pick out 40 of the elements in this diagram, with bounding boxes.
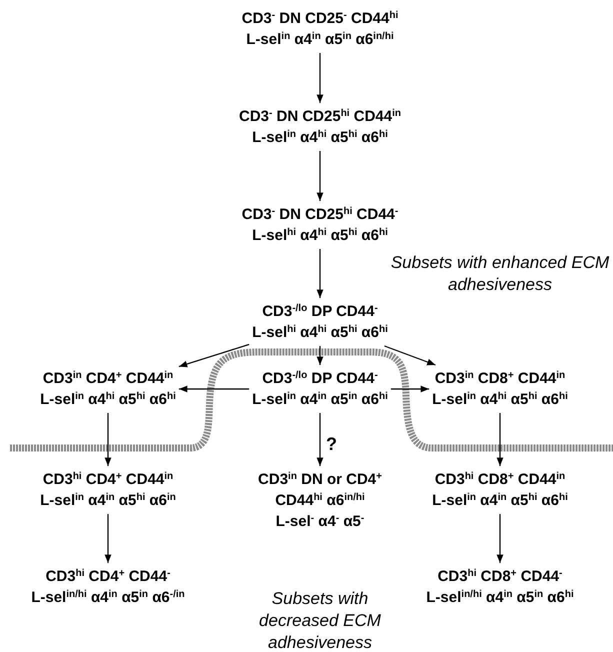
region-note: Subsets with decreased ECM adhesiveness: [258, 588, 382, 652]
phenotype-text: L-sel$^{-}$ α4$^{-}$ α5$^{-}$: [276, 512, 364, 532]
phenotype-text: L-sel$^{in}$ α4$^{in}$ α5$^{hi}$ α6$^{in}$: [40, 491, 176, 511]
arrow: [316, 413, 324, 466]
phenotype-text: CD3$^{-}$ DN CD25$^{hi}$ CD44$^{-}$: [242, 205, 398, 225]
phenotype-text: CD3$^{hi}$ CD4$^{+}$ CD44$^{-}$: [46, 567, 170, 587]
phenotype-text: L-sel$^{hi}$ α4$^{hi}$ α5$^{hi}$ α6$^{hi}$: [252, 323, 388, 343]
phenotype-text: L-sel$^{in/hi}$ α4$^{in}$ α5$^{in}$ α6$^{-/in}$: [31, 588, 185, 608]
arrow: [104, 413, 112, 466]
phenotype-text: L-sel$^{in}$ α4$^{hi}$ α5$^{hi}$ α6$^{hi}$: [432, 390, 568, 410]
phenotype-text: CD3$^{hi}$ CD4$^{+}$ CD44$^{in}$: [42, 470, 174, 490]
arrow: [316, 151, 324, 201]
arrow: [316, 346, 324, 365]
phenotype-text: L-sel$^{in}$ α4$^{hi}$ α5$^{hi}$ α6$^{hi}$: [252, 128, 388, 148]
phenotype-text: CD3$^{in}$ DN or CD4$^{+}$: [258, 470, 382, 490]
arrow: [496, 413, 504, 466]
arrow: [384, 345, 436, 366]
phenotype-text: L-sel$^{in}$ α4$^{in}$ α5$^{in}$ α6$^{hi}$: [252, 390, 388, 410]
arrow: [104, 514, 112, 563]
phenotype-text: CD3$^{-/lo}$ DP CD44$^{-}$: [262, 369, 378, 389]
phenotype-text: CD3$^{hi}$ CD8$^{+}$ CD44$^{-}$: [438, 567, 562, 587]
phenotype-text: L-sel$^{hi}$ α4$^{hi}$ α5$^{hi}$ α6$^{hi}$: [252, 226, 388, 246]
phenotype-text: L-sel$^{in}$ α4$^{in}$ α5$^{hi}$ α6$^{hi}$: [432, 491, 568, 511]
phenotype-text: CD3$^{hi}$ CD8$^{+}$ CD44$^{in}$: [434, 470, 566, 490]
phenotype-text: CD3$^{-/lo}$ DP CD44$^{-}$: [262, 302, 378, 322]
arrow: [496, 514, 504, 563]
phenotype-text: CD3$^{-}$ DN CD25$^{-}$ CD44$^{hi}$: [242, 9, 398, 29]
phenotype-text: CD3$^{in}$ CD8$^{+}$ CD44$^{in}$: [434, 369, 566, 389]
arrow: [316, 249, 324, 298]
phenotype-text: CD3$^{in}$ CD4$^{+}$ CD44$^{in}$: [42, 369, 174, 389]
phenotype-text: CD44$^{hi}$ α6$^{in/hi}$: [275, 491, 365, 511]
phenotype-text: CD3$^{-}$ DN CD25$^{hi}$ CD44$^{in}$: [238, 107, 402, 127]
arrow: [316, 53, 324, 103]
phenotype-text: L-sel$^{in}$ α4$^{in}$ α5$^{in}$ α6$^{in/hi}$: [246, 30, 394, 50]
region-note: Subsets with enhanced ECM adhesiveness: [390, 252, 610, 296]
phenotype-text: L-sel$^{in}$ α4$^{hi}$ α5$^{hi}$ α6$^{hi}$: [40, 390, 176, 410]
phenotype-text: L-sel$^{in/hi}$ α4$^{in}$ α5$^{in}$ α6$^{hi}$: [426, 588, 574, 608]
arrow: [390, 386, 430, 392]
arrow: [178, 344, 250, 368]
arrow: [178, 386, 250, 392]
